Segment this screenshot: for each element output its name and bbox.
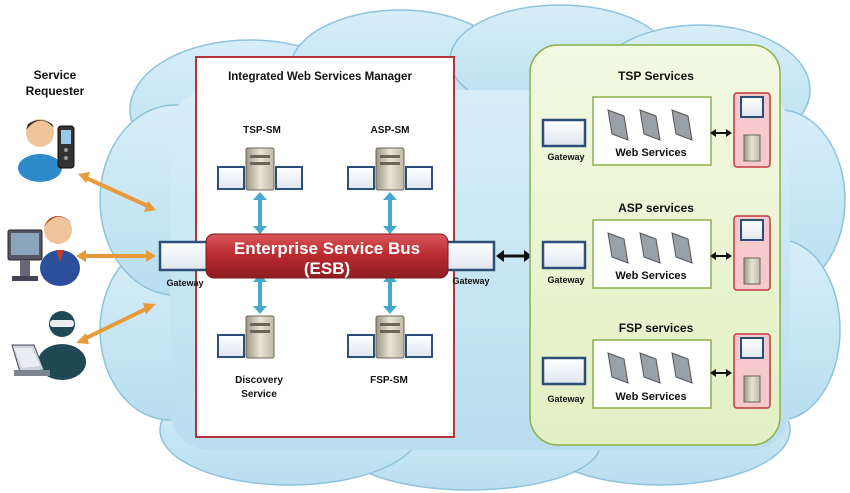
asp-web-services-label: Web Services	[615, 270, 686, 282]
discovery-service-server	[217, 315, 275, 359]
esb-provider-connector	[496, 250, 532, 262]
esb-left-gateway-label: Gateway	[166, 278, 203, 288]
esb-vertical-connectors	[258, 198, 392, 308]
tsp-services-row	[541, 92, 771, 168]
asp-gateway-label: Gateway	[547, 275, 584, 285]
tsp-gateway	[541, 118, 587, 148]
asp-services-title: ASP services	[618, 201, 694, 215]
requester-arrowheads	[76, 172, 156, 344]
laptop-connector	[81, 305, 151, 342]
tsp-web-services-label: Web Services	[615, 147, 686, 159]
discovery-label-line1: Discovery	[235, 375, 283, 386]
requester-label-line1: Service	[34, 68, 77, 82]
esb-right-gateway	[444, 240, 496, 272]
esb-left-gateway	[158, 240, 210, 272]
fsp-gateway-label: Gateway	[547, 394, 584, 404]
asp-sm-label: ASP-SM	[371, 125, 410, 136]
asp-sm-server	[347, 147, 433, 191]
esb-vertical-arrowheads	[253, 192, 397, 314]
mobile-user-icon	[18, 119, 75, 182]
tsp-gateway-label: Gateway	[547, 152, 584, 162]
tsp-services-title: TSP Services	[618, 69, 694, 83]
laptop-user-icon	[11, 311, 86, 380]
mobile-connector	[83, 175, 151, 209]
esb-right-gateway-label: Gateway	[452, 276, 489, 286]
tsp-sm-label: TSP-SM	[243, 125, 281, 136]
esb-subtitle: (ESB)	[304, 259, 350, 278]
discovery-label-line2: Service	[241, 389, 277, 400]
fsp-sm-server	[347, 315, 433, 359]
esb-title: Enterprise Service Bus	[234, 239, 420, 258]
asp-gateway	[541, 240, 587, 270]
fsp-web-services-label: Web Services	[615, 391, 686, 403]
desktop-user-icon	[7, 216, 80, 286]
esb-bar	[158, 233, 496, 279]
asp-services-row	[541, 215, 771, 291]
manager-title: Integrated Web Services Manager	[228, 71, 412, 83]
fsp-services-row	[541, 333, 771, 409]
fsp-gateway	[541, 356, 587, 386]
fsp-services-title: FSP services	[619, 321, 694, 335]
tsp-sm-server	[217, 147, 303, 191]
requester-connectors	[81, 175, 151, 342]
requester-label-line2: Requester	[26, 84, 85, 98]
fsp-sm-label: FSP-SM	[370, 375, 408, 386]
